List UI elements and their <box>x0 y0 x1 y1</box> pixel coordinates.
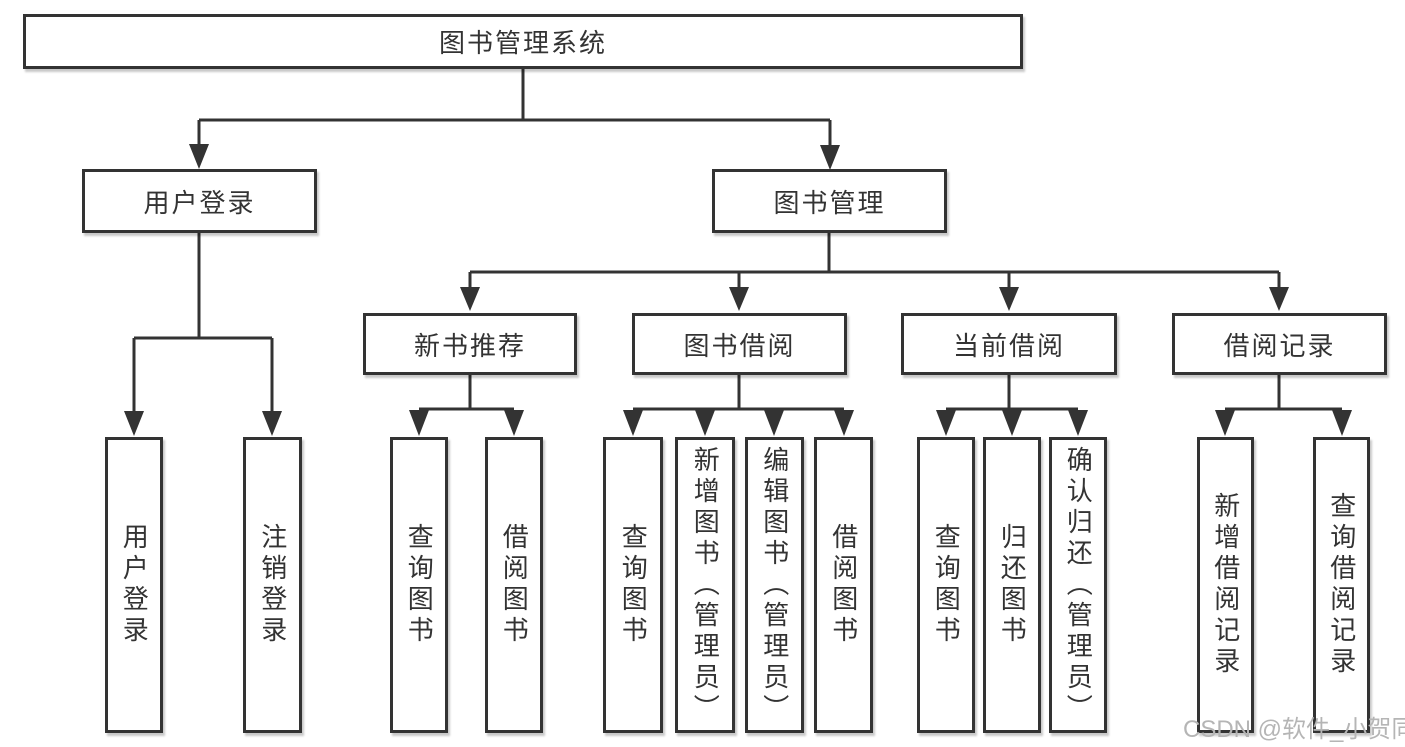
node-book-borrow: 图书借阅 <box>632 313 847 375</box>
leaf-borrow-books-recommend: 借阅图书 <box>485 437 543 733</box>
leaf-edit-book-admin: 编辑图书（管理员） <box>745 437 804 733</box>
leaf-logout: 注销登录 <box>243 437 302 733</box>
node-root-system: 图书管理系统 <box>23 14 1023 69</box>
leaf-return-book: 归还图书 <box>983 437 1041 733</box>
leaf-borrow-books: 借阅图书 <box>814 437 873 733</box>
leaf-query-borrow-record: 查询借阅记录 <box>1313 437 1370 733</box>
node-current-borrow: 当前借阅 <box>901 313 1117 375</box>
csdn-watermark: CSDN @软件_小贺同学 <box>1183 716 1405 743</box>
leaf-query-books-borrow: 查询图书 <box>603 437 663 733</box>
leaf-add-borrow-record: 新增借阅记录 <box>1197 437 1254 733</box>
leaf-confirm-return-admin: 确认归还（管理员） <box>1049 437 1107 733</box>
leaf-add-book-admin: 新增图书（管理员） <box>675 437 735 733</box>
node-book-management: 图书管理 <box>712 169 947 233</box>
leaf-query-books-current: 查询图书 <box>917 437 975 733</box>
node-borrow-records: 借阅记录 <box>1172 313 1387 375</box>
leaf-user-login: 用户登录 <box>105 437 163 733</box>
node-new-book-recommend: 新书推荐 <box>363 313 577 375</box>
node-user-login: 用户登录 <box>82 169 317 233</box>
leaf-query-books-recommend: 查询图书 <box>390 437 448 733</box>
